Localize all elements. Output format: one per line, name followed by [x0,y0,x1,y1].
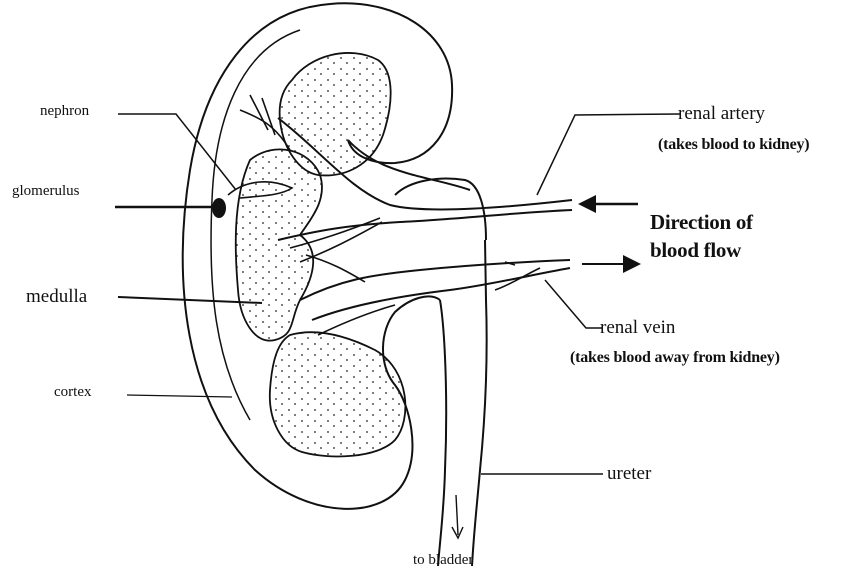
direction-label-line1: Direction of [650,212,753,233]
medulla-label: medulla [26,287,87,306]
nephron-leader [118,114,236,190]
artery-flow-arrow [578,195,638,213]
nephron-label: nephron [40,104,89,119]
renal-artery-leader [537,114,680,195]
medulla-middle [236,149,322,340]
renal-artery-note: (takes blood to kidney) [658,137,809,153]
vein-flow-arrow [582,255,641,273]
renal-vein-label: renal vein [600,318,675,337]
to-bladder-arrows [452,495,463,538]
cortex-label: cortex [54,385,91,400]
medulla-lower [270,332,406,456]
renal-vein-leader [545,280,602,328]
glomerulus-blob [212,198,226,218]
cortex-leader [127,395,232,397]
to-bladder-label: to bladder [413,553,473,568]
renal-vein-branches [306,255,540,335]
ureter-label: ureter [607,464,651,483]
renal-artery-label: renal artery [678,104,765,123]
ureter-tube [438,300,487,566]
glomerulus-label: glomerulus [12,184,80,199]
renal-vein-note: (takes blood away from kidney) [570,350,780,366]
direction-label-line2: blood flow [650,240,741,261]
